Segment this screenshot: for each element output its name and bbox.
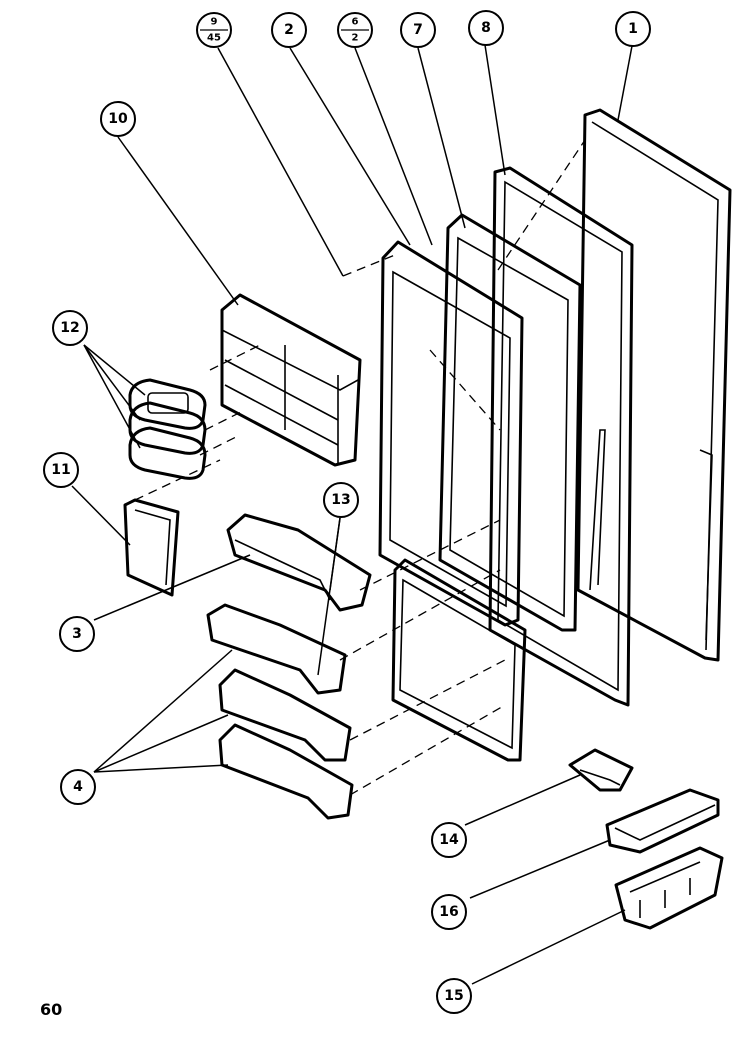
callout-9-45: 9 45 bbox=[196, 12, 232, 48]
small-tray bbox=[568, 748, 634, 792]
callout-14: 14 bbox=[431, 822, 467, 858]
callout-6-2: 6 2 bbox=[337, 12, 373, 48]
callout-4: 4 bbox=[60, 769, 96, 805]
callout-3: 3 bbox=[59, 616, 95, 652]
callout-label-11: 11 bbox=[51, 462, 70, 478]
callout-16: 16 bbox=[431, 894, 467, 930]
callout-label-13: 13 bbox=[331, 492, 350, 508]
callout-label-2b: 2 bbox=[352, 33, 359, 44]
door-liner bbox=[438, 213, 582, 632]
callout-12: 12 bbox=[52, 310, 88, 346]
callout-label-12: 12 bbox=[60, 320, 79, 336]
shelf-rack bbox=[220, 293, 362, 467]
door-gasket bbox=[488, 166, 634, 707]
callout-label-6: 6 bbox=[352, 17, 359, 28]
callout-7: 7 bbox=[400, 12, 436, 48]
callout-label-10: 10 bbox=[108, 111, 128, 127]
callout-label-7: 7 bbox=[413, 22, 423, 38]
callout-label-4: 4 bbox=[73, 779, 83, 795]
stacked-containers bbox=[128, 378, 207, 480]
door-bin-top bbox=[226, 513, 372, 612]
callout-10: 10 bbox=[100, 101, 136, 137]
callout-1: 1 bbox=[615, 11, 651, 47]
callout-8: 8 bbox=[468, 10, 504, 46]
small-cover-panel bbox=[123, 498, 180, 597]
callout-15: 15 bbox=[436, 978, 472, 1014]
callout-label-1: 1 bbox=[628, 21, 638, 37]
alignment-lines bbox=[134, 139, 586, 796]
bin-lid bbox=[605, 788, 720, 854]
callout-label-3: 3 bbox=[72, 626, 82, 642]
callout-label-16: 16 bbox=[439, 904, 458, 920]
door-bins bbox=[206, 603, 354, 820]
callout-13: 13 bbox=[323, 482, 359, 518]
callout-2: 2 bbox=[271, 12, 307, 48]
callout-11: 11 bbox=[43, 452, 79, 488]
callout-label-9: 9 bbox=[211, 17, 218, 28]
inner-door-frame bbox=[378, 240, 527, 762]
leader-lines bbox=[71, 44, 633, 985]
page-number: 60 bbox=[40, 1000, 63, 1019]
callout-label-15: 15 bbox=[444, 988, 463, 1004]
door-outer-panel bbox=[576, 108, 732, 662]
callout-label-45: 45 bbox=[207, 33, 221, 44]
ice-basket bbox=[614, 846, 724, 930]
callout-label-14: 14 bbox=[439, 832, 459, 848]
callout-label-8: 8 bbox=[481, 20, 491, 36]
callout-label-2: 2 bbox=[284, 22, 294, 38]
